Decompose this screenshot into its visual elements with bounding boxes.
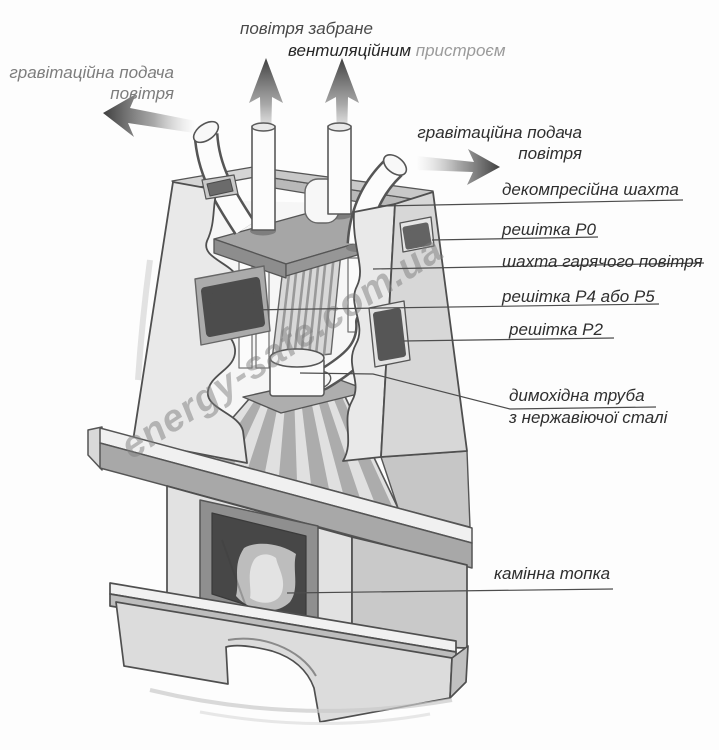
leader-chimney <box>299 372 657 410</box>
label-air-extracted-line1: повітря забране <box>240 19 373 38</box>
chimney-stub <box>269 348 325 397</box>
label-air-extracted-line2: вентиляційним пристроєм <box>288 40 505 61</box>
up-arrow-icon <box>325 58 359 143</box>
label-hot-air-shaft: шахта гарячого повітря <box>502 252 703 271</box>
leader-decompression <box>381 199 684 207</box>
label-grate-p0: решітка P0 <box>502 220 596 239</box>
label-firebox: камінна топка <box>494 564 611 583</box>
label-decompression-shaft: декомпресійна шахта <box>502 180 679 199</box>
grate-p2-graphic <box>368 300 411 368</box>
leader-firebox <box>286 588 614 594</box>
label-air-extracted-line2-light: пристроєм <box>415 41 506 60</box>
label-chimney-pipe-line2: з нержавіючої сталі <box>509 408 668 427</box>
leader-p0 <box>431 236 599 241</box>
leader-hot-air <box>372 262 705 270</box>
label-grate-p2: решітка P2 <box>509 320 603 339</box>
label-gravity-left-line1: гравітаційна подача <box>9 63 174 82</box>
grate-p4p5-graphic <box>194 265 271 346</box>
leader-p4p5 <box>242 303 660 311</box>
label-air-extracted-line2-dark: вентиляційним <box>288 41 412 60</box>
label-chimney-pipe: димохідна труба з нержавіючої сталі <box>509 385 667 429</box>
up-arrows <box>249 58 359 143</box>
base-plinth <box>109 582 469 725</box>
label-gravity-right: гравітаційна подача повітря <box>414 122 582 164</box>
label-gravity-right-line1: гравітаційна подача <box>417 123 582 142</box>
label-gravity-left-line2: повітря <box>110 84 174 103</box>
gravity-arrow-left-icon <box>103 94 196 137</box>
up-arrow-icon <box>249 58 283 143</box>
firebox-graphic <box>199 499 319 637</box>
label-gravity-right-line2: повітря <box>518 144 582 163</box>
label-grate-p4-p5: решітка P4 або P5 <box>502 287 655 306</box>
label-chimney-pipe-line1: димохідна труба <box>509 386 645 405</box>
mantel-shelf <box>87 426 473 569</box>
gravity-arrow-right-icon <box>416 149 500 185</box>
label-gravity-left: гравітаційна подача повітря <box>8 62 174 104</box>
leader-p2 <box>402 337 615 342</box>
stove-body <box>87 120 473 725</box>
grate-p0-graphic <box>399 216 435 253</box>
flame-graphic <box>236 543 296 611</box>
top-vent <box>201 174 239 200</box>
